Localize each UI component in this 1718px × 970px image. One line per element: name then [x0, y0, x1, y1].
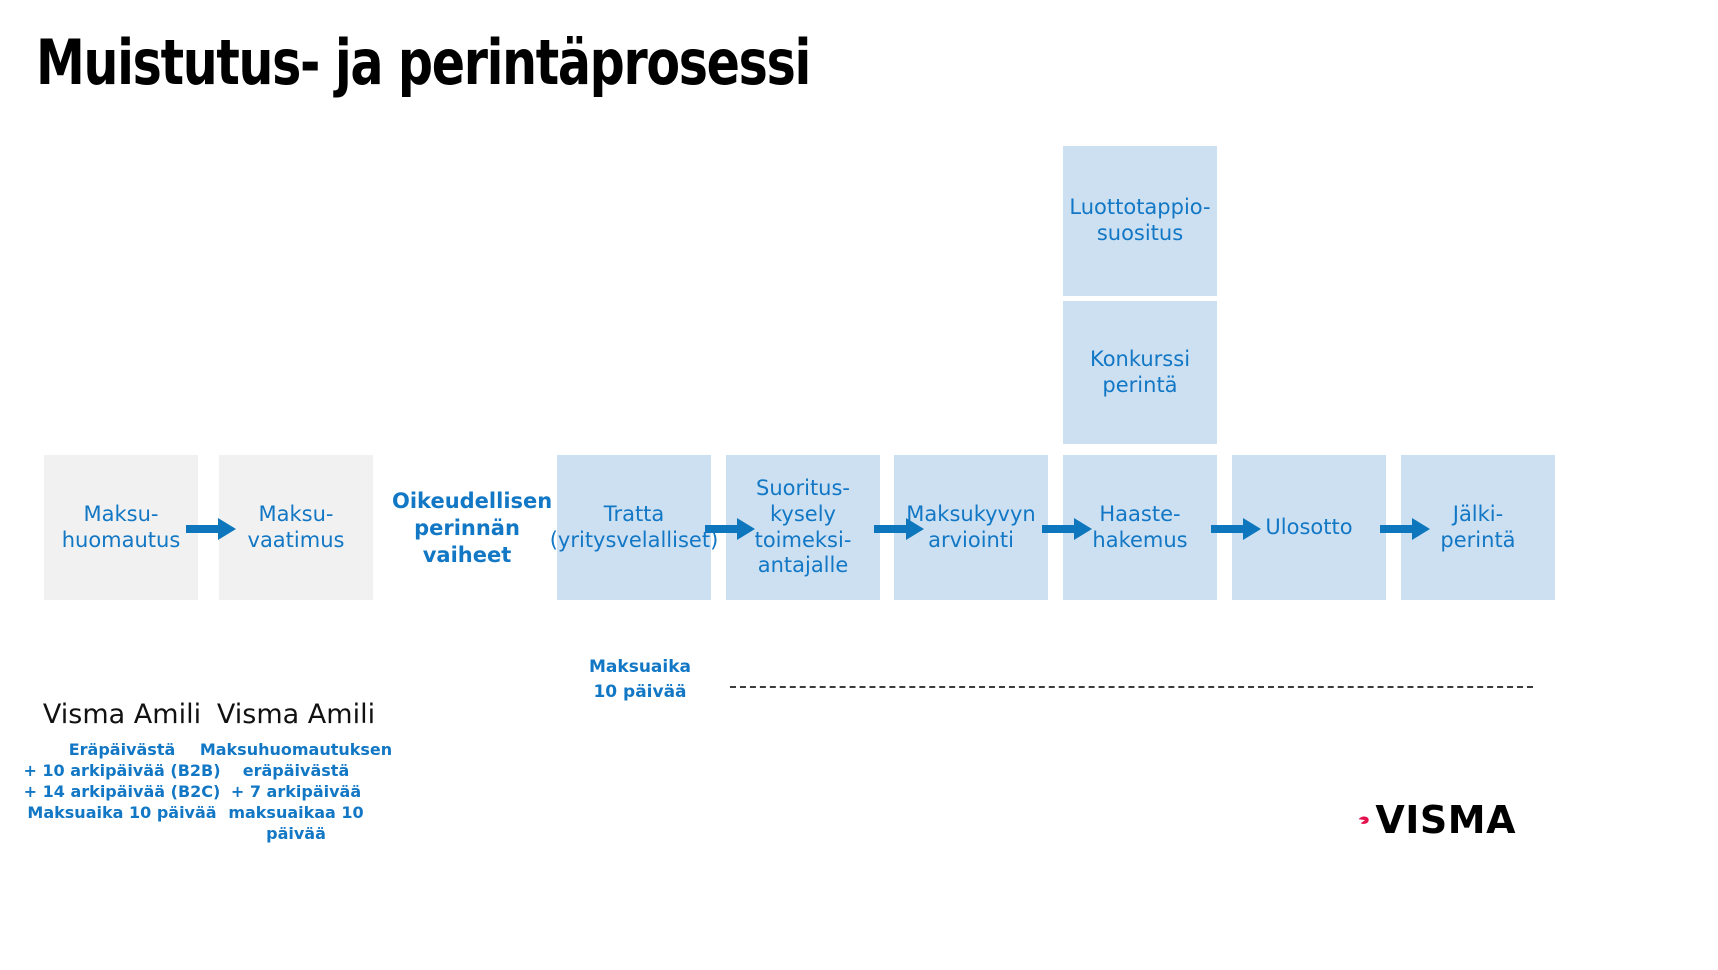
- process-box-label: Suoritus- kysely toimeksi- antajalle: [754, 476, 852, 578]
- legal-collection-phase-heading: Oikeudellisen perinnän vaiheet: [392, 489, 553, 567]
- process-box-label: Luottotappio- suositus: [1069, 195, 1211, 245]
- process-box-label: Tratta (yritysvelalliset): [549, 501, 719, 552]
- footnote-detail: Eräpäivästä + 10 arkipäivää (B2B) + 14 a…: [23, 739, 221, 823]
- arrow-right-icon: [874, 518, 924, 540]
- process-box-konkurssi[interactable]: Konkurssi perintä: [1063, 301, 1217, 444]
- arrow-right-icon: [1042, 518, 1092, 540]
- process-box-label: Konkurssi perintä: [1089, 346, 1191, 397]
- process-box-label: Jälki- perintä: [1440, 501, 1516, 552]
- arrow-right-icon: [186, 518, 236, 540]
- arrow-right-icon: [1380, 518, 1430, 540]
- arrow-right-icon: [1211, 518, 1261, 540]
- payment-time-note: Maksuaika 10 päivää: [589, 657, 691, 702]
- process-box-maksuvaatimus[interactable]: Maksu- vaatimus: [219, 455, 373, 600]
- visma-wordmark: VISMA: [1375, 798, 1516, 842]
- footnote-brand: Visma Amili: [42, 699, 202, 730]
- process-box-maksuhuomautus[interactable]: Maksu- huomautus: [44, 455, 198, 600]
- process-box-label: Ulosotto: [1265, 514, 1353, 539]
- timeline-dashed-line: [730, 686, 1533, 688]
- process-box-luottotappio[interactable]: Luottotappio- suositus: [1063, 146, 1217, 296]
- arrow-right-icon: [705, 518, 755, 540]
- footnote-maksuvaatimus: Visma Amili Maksuhuomautuksen eräpäiväst…: [196, 700, 396, 844]
- process-box-label: Haaste- hakemus: [1092, 501, 1188, 552]
- footnote-maksuhuomautus: Visma Amili Eräpäivästä + 10 arkipäivää …: [22, 700, 222, 823]
- process-box-suorituskysely[interactable]: Suoritus- kysely toimeksi- antajalle: [726, 455, 880, 600]
- process-box-label: Maksu- huomautus: [61, 501, 181, 552]
- process-box-label: Maksu- vaatimus: [247, 501, 345, 552]
- visma-logo: VISMA: [1358, 797, 1516, 843]
- footnote-detail: Maksuhuomautuksen eräpäivästä + 7 arkipä…: [199, 739, 393, 844]
- process-box-tratta[interactable]: Tratta (yritysvelalliset): [550, 455, 718, 600]
- footnote-brand: Visma Amili: [216, 699, 376, 730]
- page-title: Muistutus- ja perintäprosessi: [36, 26, 811, 99]
- visma-leaf-mark: [1358, 816, 1369, 824]
- process-box-label: Maksukyvyn arviointi: [906, 501, 1036, 552]
